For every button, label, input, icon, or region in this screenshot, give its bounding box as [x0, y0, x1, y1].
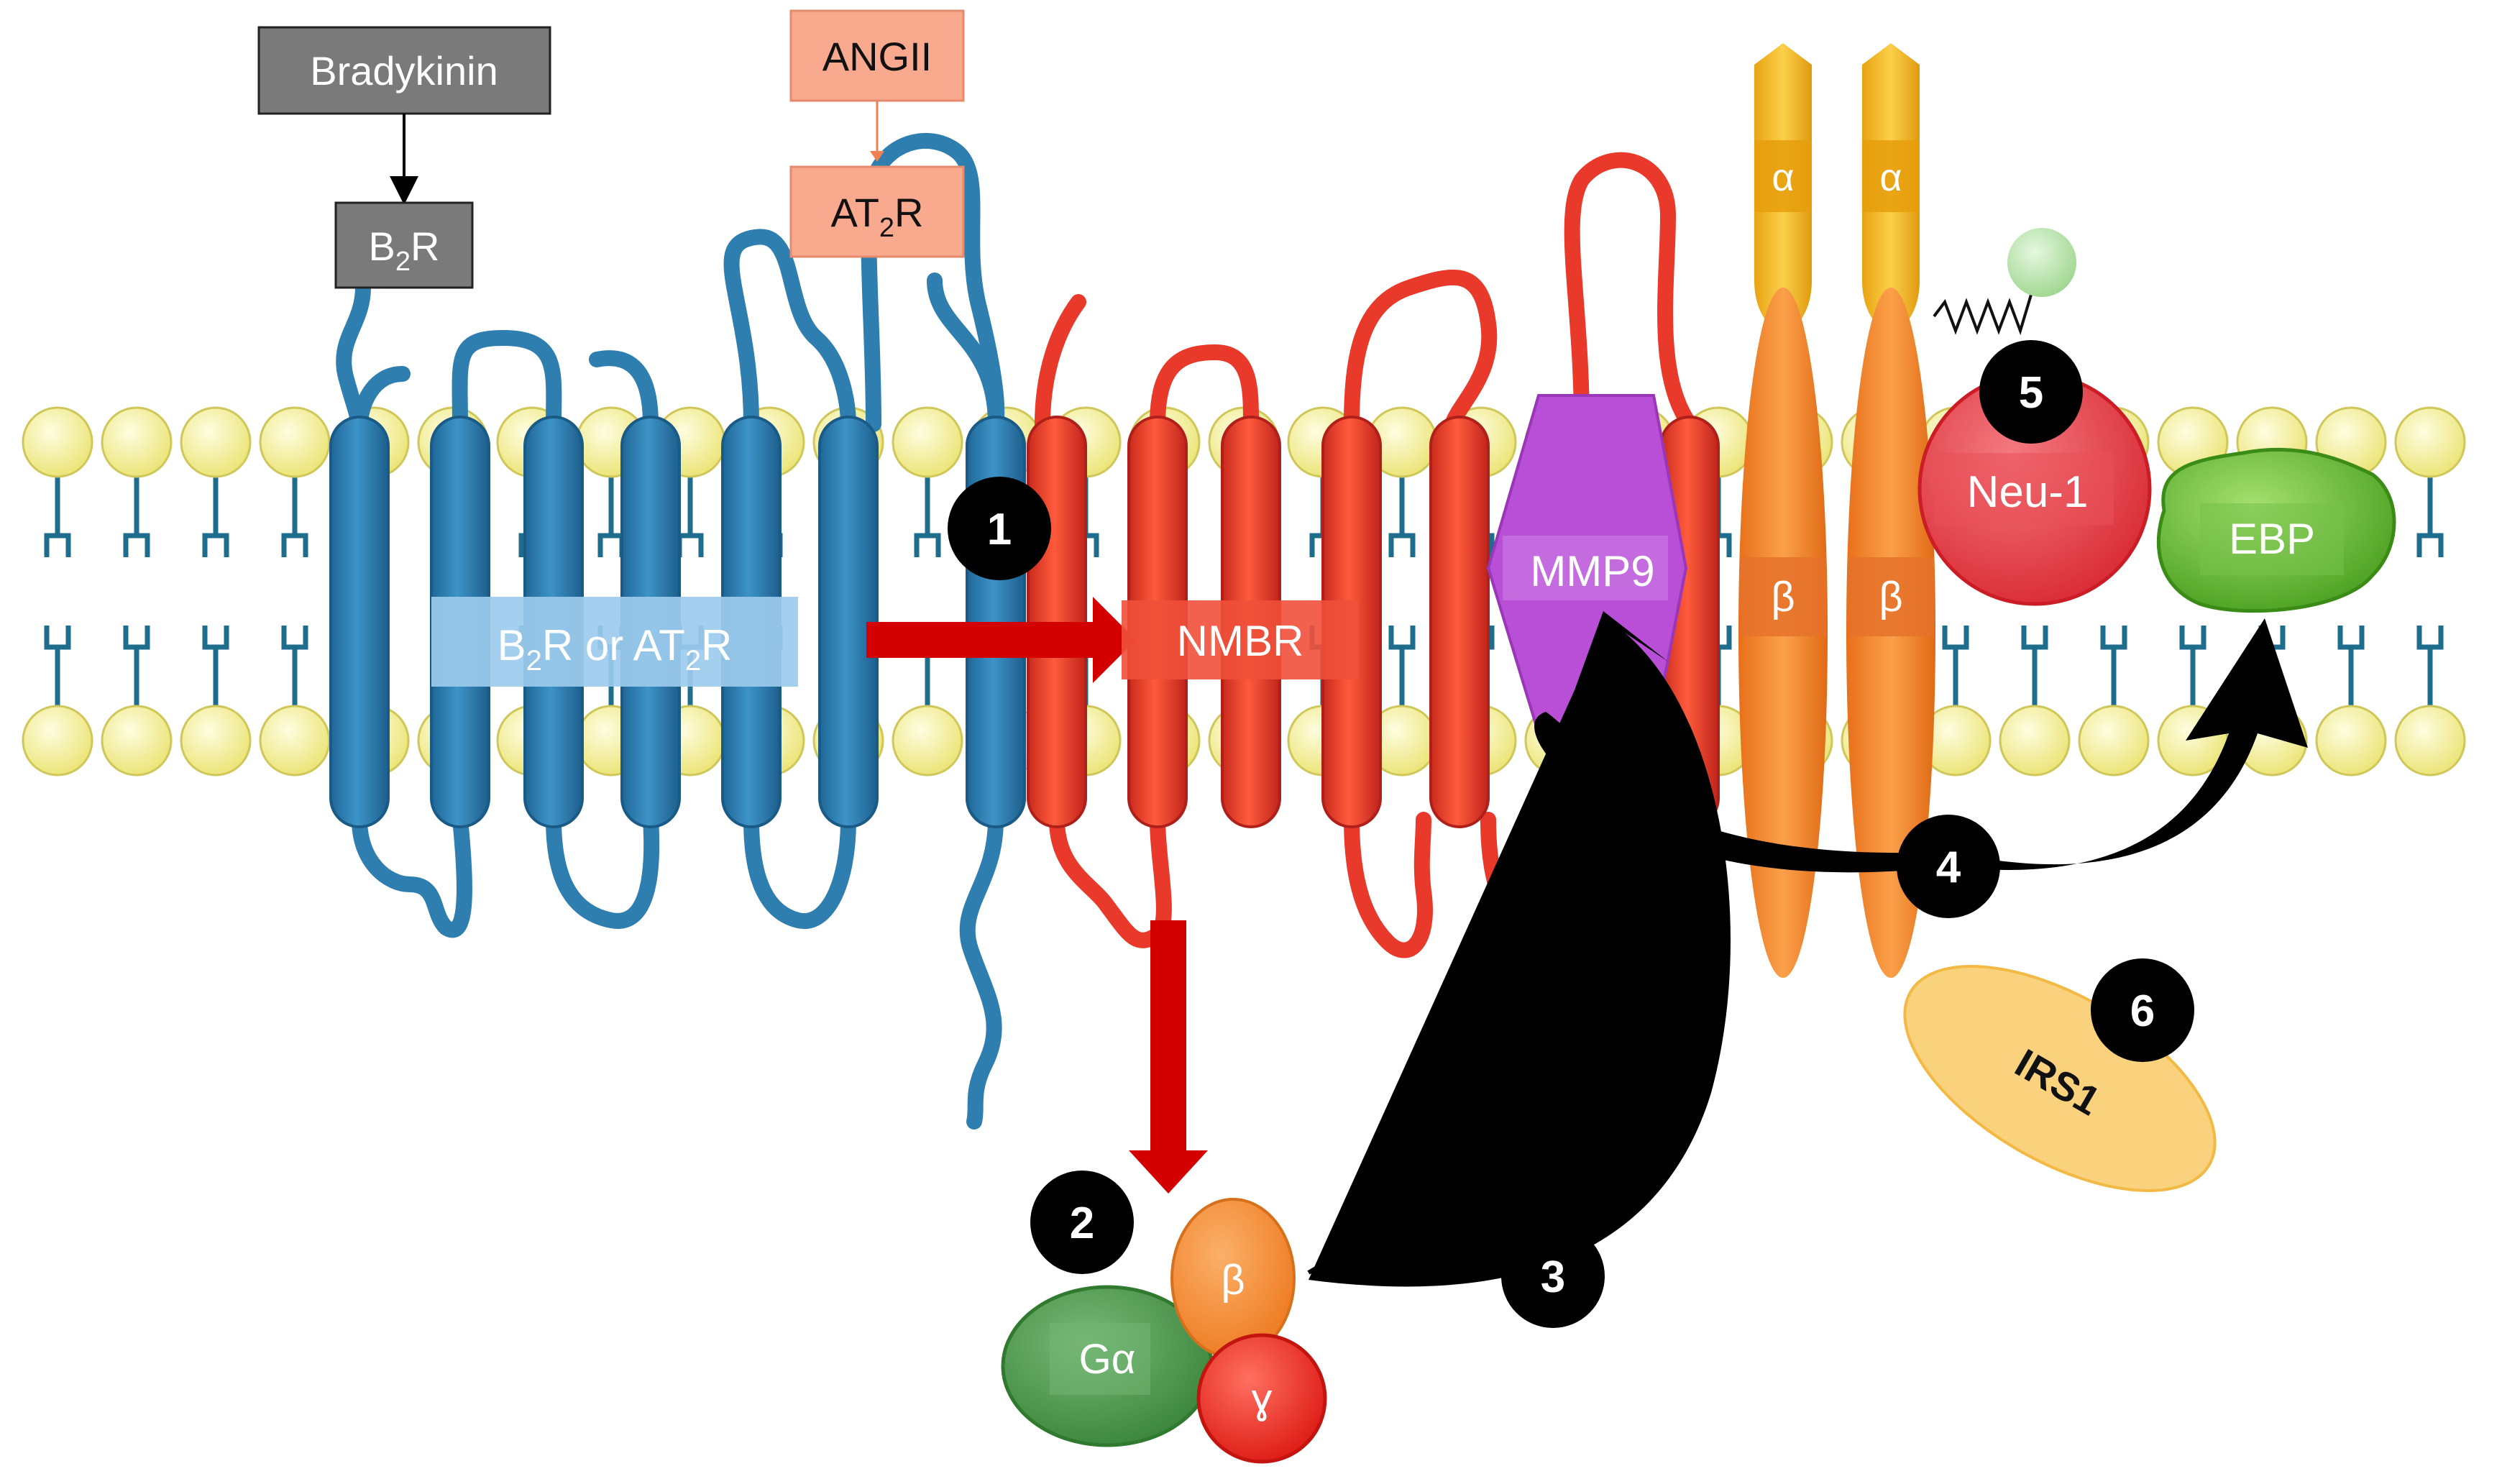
- lipid-head: [1999, 705, 2071, 777]
- lipid-tail: [44, 477, 71, 706]
- lipid-head: [892, 705, 963, 777]
- step-number: 1: [987, 505, 1012, 554]
- ligand-ball: [2007, 228, 2076, 297]
- lipid-tail: [123, 477, 150, 706]
- ebp-protein: EBP: [2156, 447, 2396, 613]
- integrin-alpha-label-2: α: [1879, 156, 1902, 199]
- transmembrane-helix: [1429, 416, 1490, 828]
- lipid-head: [259, 705, 331, 777]
- step-number: 4: [1936, 843, 1961, 892]
- step-number: 5: [2019, 368, 2043, 418]
- g-alpha-label: Gα: [1079, 1336, 1136, 1383]
- ebp-label: EBP: [2229, 515, 2315, 563]
- step-badge-6: 6: [2091, 958, 2194, 1062]
- lipid-head: [892, 406, 963, 478]
- lipid-tail: [1388, 477, 1416, 706]
- lipid-head: [259, 406, 331, 478]
- g-gamma-label: ɣ: [1251, 1375, 1272, 1422]
- lipid-head: [180, 705, 252, 777]
- integrin-heterodimer: α α β β: [1738, 43, 1935, 978]
- lipid-head: [22, 705, 93, 777]
- b2r-box: B2R: [334, 201, 474, 289]
- lipid-tail: [202, 477, 229, 706]
- glycan-chain: [1933, 294, 2033, 336]
- g-beta-label: β: [1221, 1257, 1245, 1304]
- arrow-4-right: [1948, 618, 2308, 870]
- irs1-protein: IRS1: [1903, 965, 2217, 1192]
- step-badge-5: 5: [1979, 340, 2083, 444]
- bradykinin-box: Bradykinin: [257, 26, 551, 115]
- lipid-tail: [281, 477, 308, 706]
- step-number: 2: [1070, 1199, 1094, 1248]
- step-badge-2: 2: [1030, 1171, 1134, 1274]
- integrin-beta-label-1: β: [1771, 574, 1795, 620]
- nmbr-label-box: NMBR: [1122, 600, 1359, 679]
- neu1-protein: Neu-1: [1917, 372, 2152, 606]
- step-badge-3: 3: [1501, 1224, 1605, 1328]
- step-number: 6: [2130, 986, 2155, 1036]
- neu1-label: Neu-1: [1967, 467, 2089, 517]
- lipid-head: [2394, 705, 2466, 777]
- step-number: 3: [1541, 1252, 1565, 1302]
- lipid-tail: [677, 477, 704, 706]
- step-badge-1: 1: [948, 477, 1051, 580]
- nmbr-label: NMBR: [1177, 617, 1304, 665]
- lipid-head: [101, 406, 173, 478]
- lipid-head: [2078, 705, 2150, 777]
- step-badge-4: 4: [1897, 815, 2000, 918]
- integrin-alpha-label-1: α: [1772, 156, 1794, 199]
- combined-receptor-label: B2R or AT2R: [498, 621, 733, 677]
- lipid-tail: [2416, 477, 2444, 706]
- combined-receptor-label-box: B2R or AT2R: [431, 597, 798, 687]
- b2r-label: B2R: [369, 224, 440, 277]
- red-arrow-horizontal: [866, 597, 1136, 683]
- lipid-head: [101, 705, 173, 777]
- bradykinin-label: Bradykinin: [310, 48, 498, 93]
- integrin-beta-label-2: β: [1879, 574, 1902, 620]
- lipid-tail: [914, 477, 941, 706]
- at2r-box: AT2R: [789, 165, 965, 258]
- angii-box: ANGII: [789, 9, 965, 102]
- red-arrow-vertical: [1129, 920, 1208, 1194]
- transmembrane-helix: [329, 416, 390, 828]
- lipid-tail: [597, 477, 625, 706]
- lipid-head: [22, 406, 93, 478]
- mmp9-label: MMP9: [1530, 547, 1654, 595]
- angii-label: ANGII: [822, 34, 932, 79]
- at2r-label: AT2R: [831, 190, 924, 243]
- lipid-head: [2315, 705, 2387, 777]
- g-protein-complex: Gα β ɣ: [1001, 1198, 1327, 1464]
- lipid-head: [180, 406, 252, 478]
- arrow-3: [1309, 611, 1731, 1287]
- g-gamma-subunit: [1196, 1333, 1327, 1464]
- lipid-head: [2394, 406, 2466, 478]
